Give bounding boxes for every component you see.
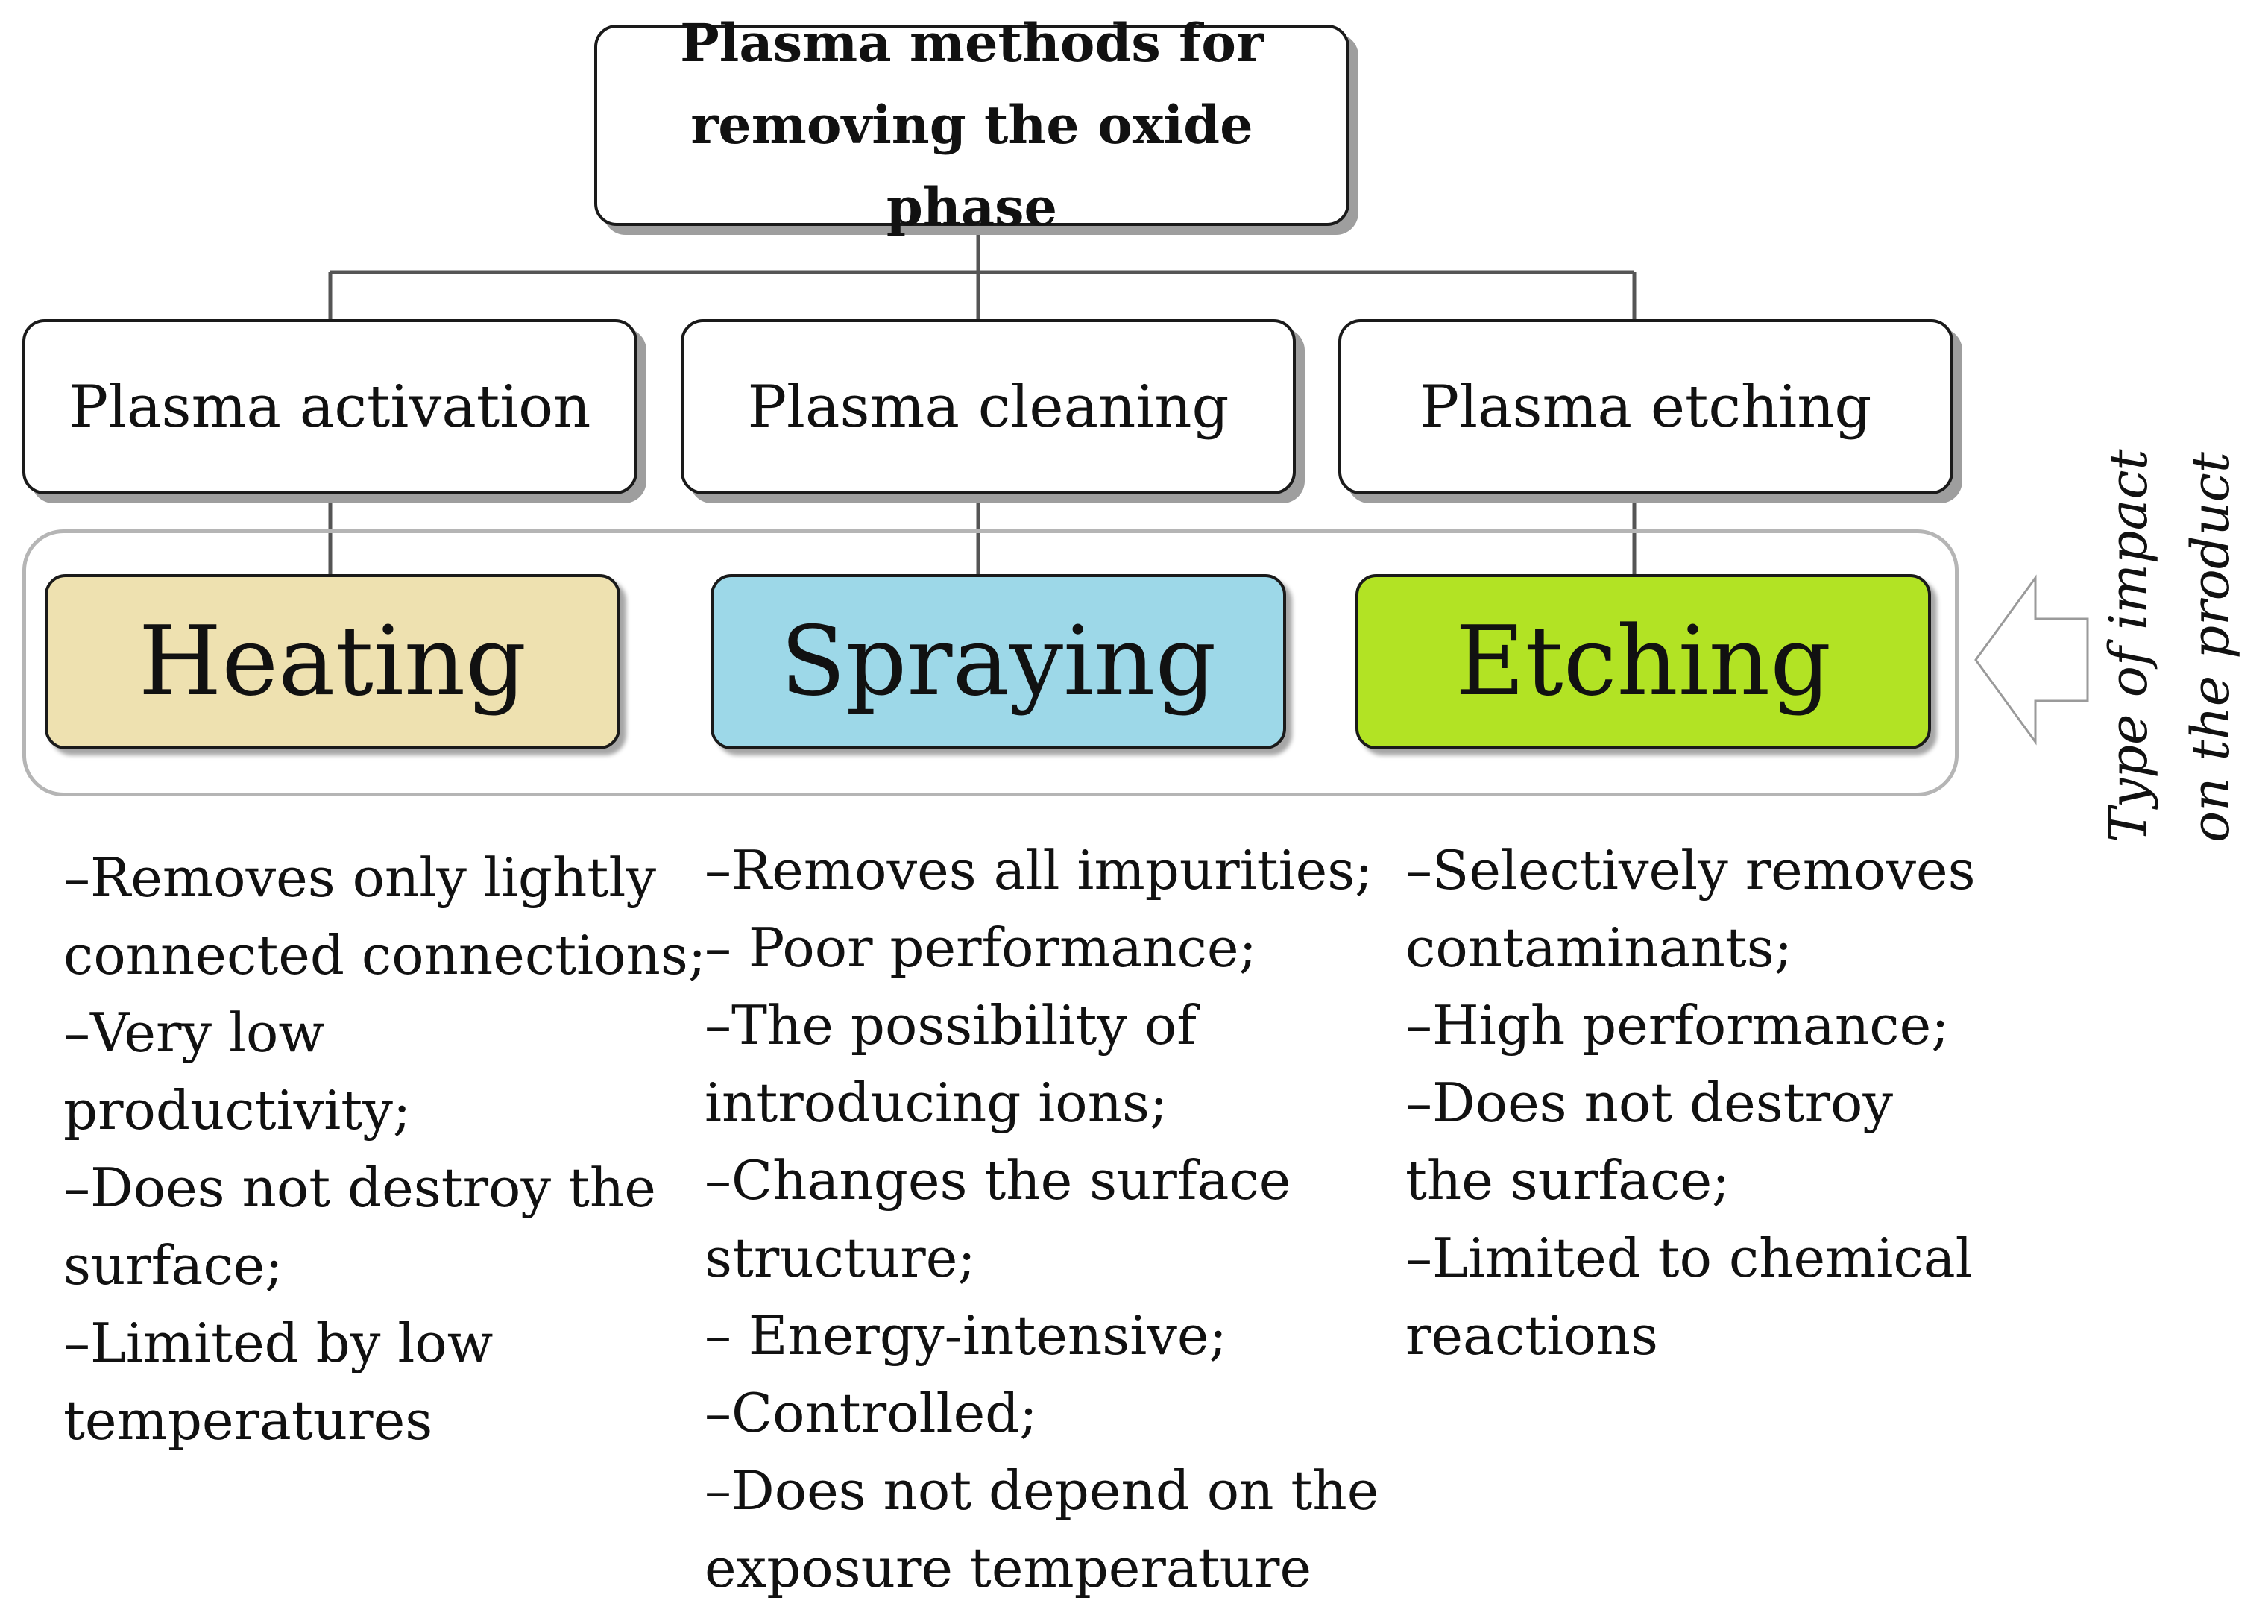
impact-label: Spraying xyxy=(780,606,1217,717)
note-line: – Energy-intensive; xyxy=(705,1304,1227,1367)
impact-label: Heating xyxy=(138,606,527,717)
impact-type-label-line1: Type of impact xyxy=(2098,449,2159,843)
note-line: –Limited to chemical xyxy=(1405,1227,1973,1289)
impact-node-spraying: Spraying xyxy=(711,574,1286,749)
note-line: –Does not destroy xyxy=(1405,1071,1894,1134)
note-line: –Selectively removes xyxy=(1405,839,1976,901)
method-label: Plasma etching xyxy=(1420,373,1872,441)
impact-node-etching: Etching xyxy=(1355,574,1931,749)
note-line: connected connections; xyxy=(63,924,707,986)
root-title-line1: Plasma methods for xyxy=(680,12,1264,74)
note-line: –Controlled; xyxy=(705,1382,1038,1444)
note-line: introducing ions; xyxy=(705,1071,1168,1134)
note-line: –Limited by low xyxy=(63,1312,494,1374)
arrow-left-icon xyxy=(1974,574,2089,746)
notes-spraying: –Removes all impurities; – Poor performa… xyxy=(705,831,1379,1607)
note-line: structure; xyxy=(705,1227,976,1289)
note-line: productivity; xyxy=(63,1079,412,1142)
root-node: Plasma methods for removing the oxide ph… xyxy=(594,12,1349,238)
impact-type-label: Type of impact on the product xyxy=(2098,449,2248,843)
note-line: reactions xyxy=(1405,1304,1658,1367)
notes-etching: –Selectively removes contaminants; –High… xyxy=(1405,831,1976,1374)
impact-label: Etching xyxy=(1455,606,1832,717)
note-line: –High performance; xyxy=(1405,994,1950,1057)
note-line: surface; xyxy=(63,1234,283,1297)
note-line: exposure temperature xyxy=(705,1537,1312,1599)
method-label: Plasma cleaning xyxy=(747,373,1229,441)
note-line: –Does not destroy the xyxy=(63,1156,656,1219)
note-line: –Removes only lightly xyxy=(63,846,657,909)
notes-heating: –Removes only lightly connected connecti… xyxy=(63,839,706,1459)
note-line: –Very low xyxy=(63,1001,324,1064)
method-node-cleaning: Plasma cleaning xyxy=(681,319,1296,494)
impact-group-frame xyxy=(22,529,1959,796)
note-line: contaminants; xyxy=(1405,916,1793,979)
note-line: – Poor performance; xyxy=(705,916,1257,979)
method-node-etching: Plasma etching xyxy=(1338,319,1953,494)
impact-type-label-line2: on the product xyxy=(2180,451,2241,843)
note-line: –Does not depend on the xyxy=(705,1459,1379,1522)
note-line: –Changes the surface xyxy=(705,1149,1291,1212)
note-line: temperatures xyxy=(63,1389,433,1452)
method-node-activation: Plasma activation xyxy=(22,319,637,494)
method-label: Plasma activation xyxy=(69,373,591,441)
note-line: the surface; xyxy=(1405,1149,1730,1212)
note-line: –Removes all impurities; xyxy=(705,839,1373,901)
impact-node-heating: Heating xyxy=(45,574,620,749)
root-title-line2: removing the oxide phase xyxy=(690,94,1253,238)
note-line: –The possibility of xyxy=(705,994,1197,1057)
